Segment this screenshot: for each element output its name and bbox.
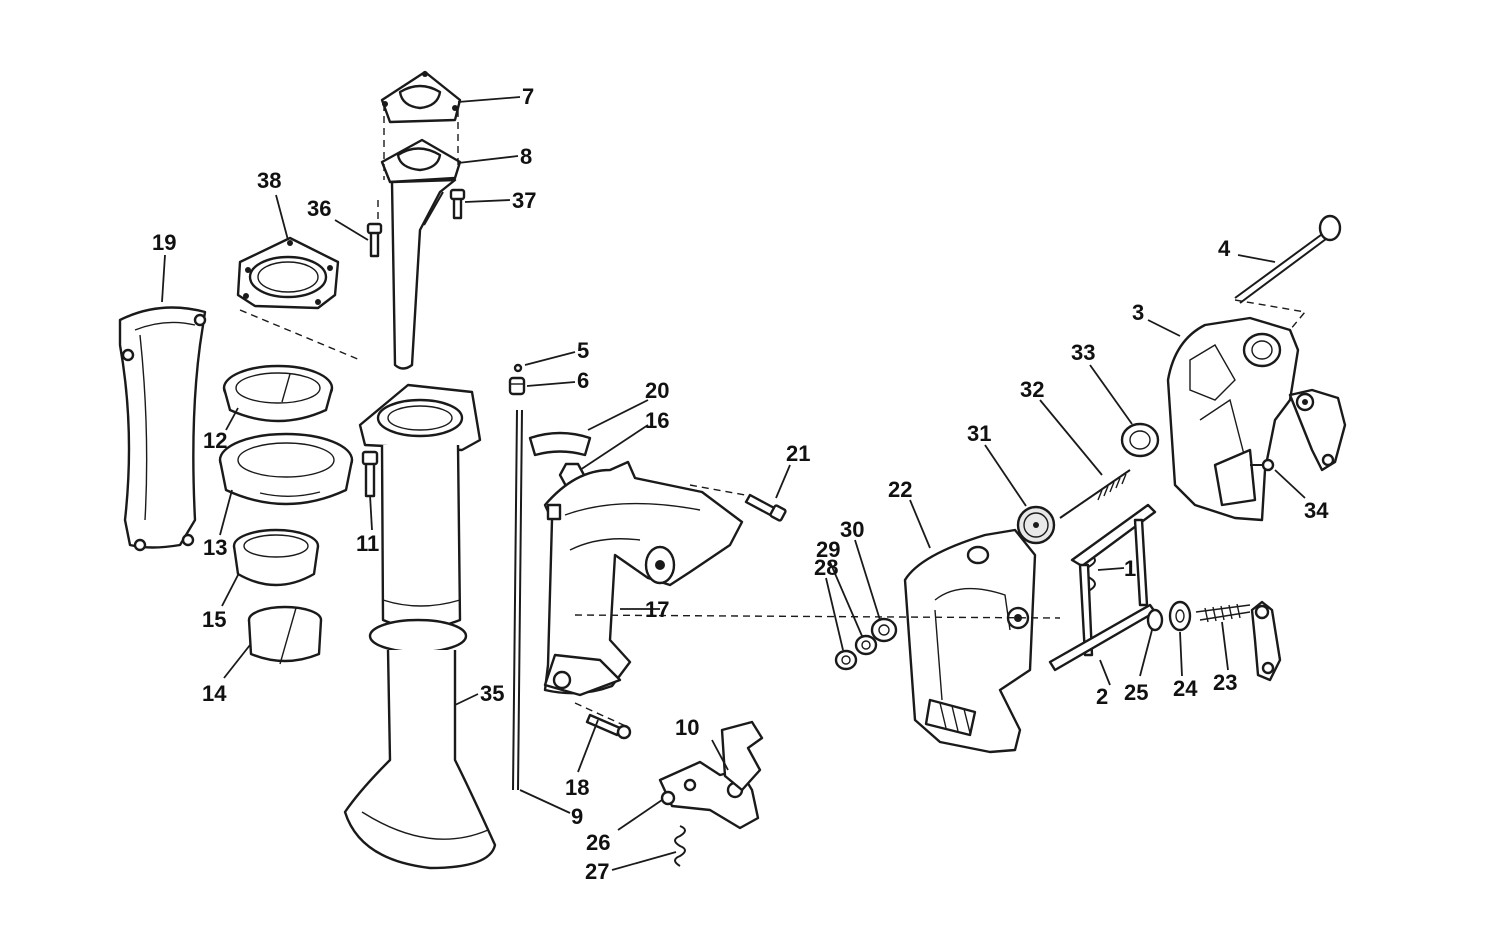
part-3-clamp-bracket [1166,316,1347,522]
part-14-bushing [247,605,323,665]
callout-36: 36 [307,196,331,221]
callout-5: 5 [577,338,589,363]
callout-33: 33 [1071,340,1095,365]
part-17-swivel-bracket [543,460,744,697]
part-28-nut [834,649,858,671]
callout-12: 12 [203,428,227,453]
callout-23: 23 [1213,670,1237,695]
part-25-washer [1146,608,1164,632]
part-30-bushing [870,617,898,643]
part-9-shift-rod [512,409,523,791]
part-21-screw [744,493,787,522]
callout-1: 1 [1124,556,1136,581]
part-8-adapter-plate [380,138,462,370]
part-2-tilt-rod-frame [1048,503,1157,672]
part-35-drive-shaft-housing [343,383,497,870]
part-19-shroud [118,306,207,552]
part-29-washer [854,634,878,656]
part-37-screw [449,188,466,220]
callout-26: 26 [586,830,610,855]
part-23-clamp-screw-assembly [1195,600,1282,682]
callout-2: 2 [1096,684,1108,709]
callout-27: 27 [585,859,609,884]
callout-32: 32 [1020,377,1044,402]
callout-17: 17 [645,597,669,622]
part-5-ball [513,363,523,373]
callout-16: 16 [645,408,669,433]
part-7-top-cover [380,70,462,124]
part-10-latch [720,720,764,792]
callout-9: 9 [571,804,583,829]
callout-11: 11 [356,531,379,556]
callout-15: 15 [202,607,226,632]
callout-13: 13 [203,535,227,560]
part-32-clamp-screw [1059,469,1131,519]
callout-28: 28 [814,555,838,580]
callout-18: 18 [565,775,589,800]
part-36-screw [366,222,383,258]
callout-20: 20 [645,378,669,403]
part-20-shim [528,431,592,457]
part-24-washer [1168,600,1192,632]
callout-3: 3 [1132,300,1144,325]
callout-30: 30 [840,517,864,542]
callout-14: 14 [202,681,227,706]
callout-31: 31 [967,421,991,446]
callout-4: 4 [1218,236,1231,261]
callout-29: 29 [816,537,840,562]
part-27-spring [674,825,686,867]
leader-lines [161,96,1306,871]
part-15-ring [232,528,320,587]
part-33-bushing [1120,422,1160,458]
part-18-screw [585,713,632,740]
callout-37: 37 [512,188,536,213]
part-6-grommet [508,376,526,396]
callout-7: 7 [522,84,534,109]
callout-22: 22 [888,477,912,502]
callout-6: 6 [577,368,589,393]
callout-25: 25 [1124,680,1148,705]
part-22-clamp-bracket [903,528,1037,754]
part-34-screw [1250,458,1275,472]
callout-10: 10 [675,715,699,740]
part-11-screw [361,450,379,498]
callout-34: 34 [1304,498,1329,523]
callout-labels: 7 8 37 36 38 19 12 13 11 15 14 35 5 6 9 … [152,84,1329,884]
callout-24: 24 [1173,676,1198,701]
callout-35: 35 [480,681,504,706]
assembly-guide-lines [239,104,1307,729]
part-4-tilt-bolt [1234,214,1342,304]
part-13-ring [218,432,354,506]
callout-21: 21 [786,441,810,466]
part-38-gasket-plate [236,236,340,310]
callout-8: 8 [520,144,532,169]
callout-19: 19 [152,230,176,255]
part-12-ring [222,364,334,423]
callout-38: 38 [257,168,281,193]
part-31-knob [1016,505,1056,545]
